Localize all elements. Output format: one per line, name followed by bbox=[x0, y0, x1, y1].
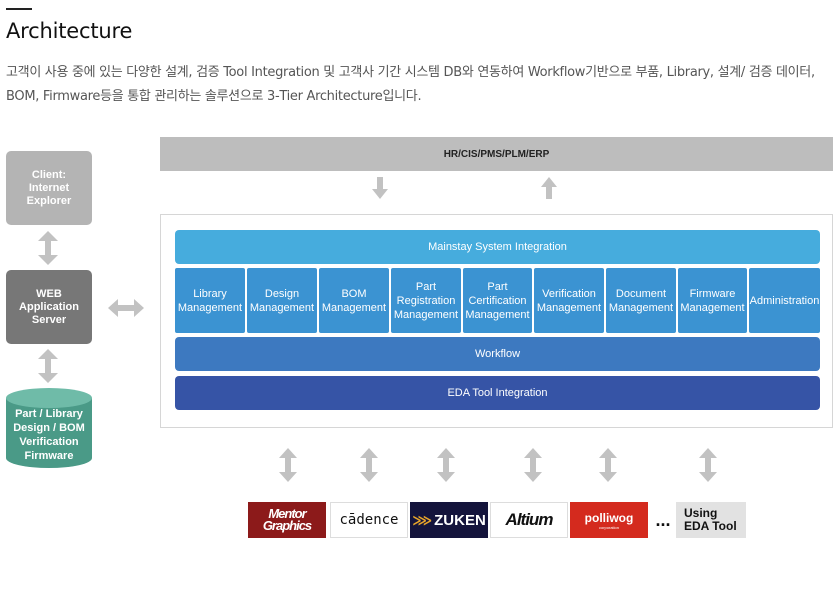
module-line: Registration bbox=[396, 294, 456, 307]
workflow-bar: Workflow bbox=[175, 337, 820, 371]
module-line: Management bbox=[608, 301, 674, 314]
module-line: Administration bbox=[749, 294, 820, 307]
up-arrow-icon bbox=[541, 177, 557, 199]
database-label: Part / Library Design / BOM Verification… bbox=[6, 402, 92, 468]
module-line: Library bbox=[193, 287, 227, 300]
module-line: Firmware bbox=[689, 287, 736, 300]
using-line: Using bbox=[684, 506, 718, 520]
mainstay-integration-bar: Mainstay System Integration bbox=[175, 230, 820, 264]
module-line: Management bbox=[465, 308, 530, 321]
module-line: Design bbox=[264, 287, 300, 300]
logo-line: Mentor bbox=[268, 506, 306, 521]
external-systems-bar: HR/CIS/PMS/PLM/ERP bbox=[160, 137, 833, 171]
module-line: Management bbox=[249, 301, 315, 314]
altium-logo: Altium bbox=[490, 502, 568, 538]
more-vendors-ellipsis: ... bbox=[655, 509, 671, 530]
page-title: Architecture bbox=[6, 19, 133, 43]
web-server-box: WEB Application Server bbox=[6, 270, 92, 344]
client-line: Client: bbox=[31, 168, 67, 181]
zuken-text: ZUKEN bbox=[434, 511, 486, 529]
web-line: Server bbox=[31, 313, 67, 326]
module-line: Management bbox=[680, 301, 745, 314]
vendor-arrow-icon bbox=[599, 448, 617, 482]
down-arrow-icon bbox=[372, 177, 388, 199]
module-line: Part bbox=[487, 280, 508, 293]
module-line: Management bbox=[177, 301, 243, 314]
using-line: EDA Tool bbox=[684, 519, 737, 533]
logo-line: Graphics bbox=[262, 518, 312, 533]
db-line: Part / Library bbox=[15, 408, 83, 420]
module-line: Part bbox=[415, 280, 437, 293]
zuken-logo: ⋙ ZUKEN bbox=[410, 502, 488, 538]
eda-integration-bar: EDA Tool Integration bbox=[175, 376, 820, 410]
web-line: WEB bbox=[36, 287, 62, 300]
cadence-logo: cādence bbox=[330, 502, 408, 538]
polliwog-logo: polliwog corporation bbox=[570, 502, 648, 538]
module-line: BOM bbox=[341, 287, 367, 300]
database-icon bbox=[6, 388, 92, 468]
title-accent-line bbox=[6, 8, 32, 10]
db-line: Verification bbox=[19, 436, 79, 448]
vendor-arrow-icon bbox=[524, 448, 542, 482]
zuken-mark-icon: ⋙ bbox=[412, 511, 433, 528]
vendor-arrow-icon bbox=[279, 448, 297, 482]
module-line: Verification bbox=[542, 287, 596, 300]
module-line: Management bbox=[536, 301, 602, 314]
client-box: Client: Internet Explorer bbox=[6, 151, 92, 225]
db-line: Design / BOM bbox=[13, 422, 85, 434]
client-line: Internet bbox=[28, 181, 70, 194]
polliwog-sub: corporation bbox=[598, 524, 619, 530]
module-line: Management bbox=[321, 301, 387, 314]
client-line: Explorer bbox=[26, 194, 72, 207]
vendor-arrow-icon bbox=[360, 448, 378, 482]
vendor-arrow-icon bbox=[437, 448, 455, 482]
db-line: Firmware bbox=[24, 450, 74, 462]
module-line: Document bbox=[615, 287, 667, 300]
client-web-arrow-icon bbox=[38, 231, 58, 265]
web-line: Application bbox=[19, 300, 79, 313]
polliwog-text: polliwog bbox=[584, 510, 634, 525]
module-line: Certification bbox=[468, 294, 527, 307]
vendor-arrow-icon bbox=[699, 448, 717, 482]
web-core-arrow-icon bbox=[108, 299, 144, 317]
module-line: Management bbox=[393, 308, 459, 321]
page-description: 고객이 사용 중에 있는 다양한 설계, 검증 Tool Integration… bbox=[6, 65, 815, 104]
module-administration: Administration bbox=[749, 268, 820, 333]
web-db-arrow-icon bbox=[38, 349, 58, 383]
